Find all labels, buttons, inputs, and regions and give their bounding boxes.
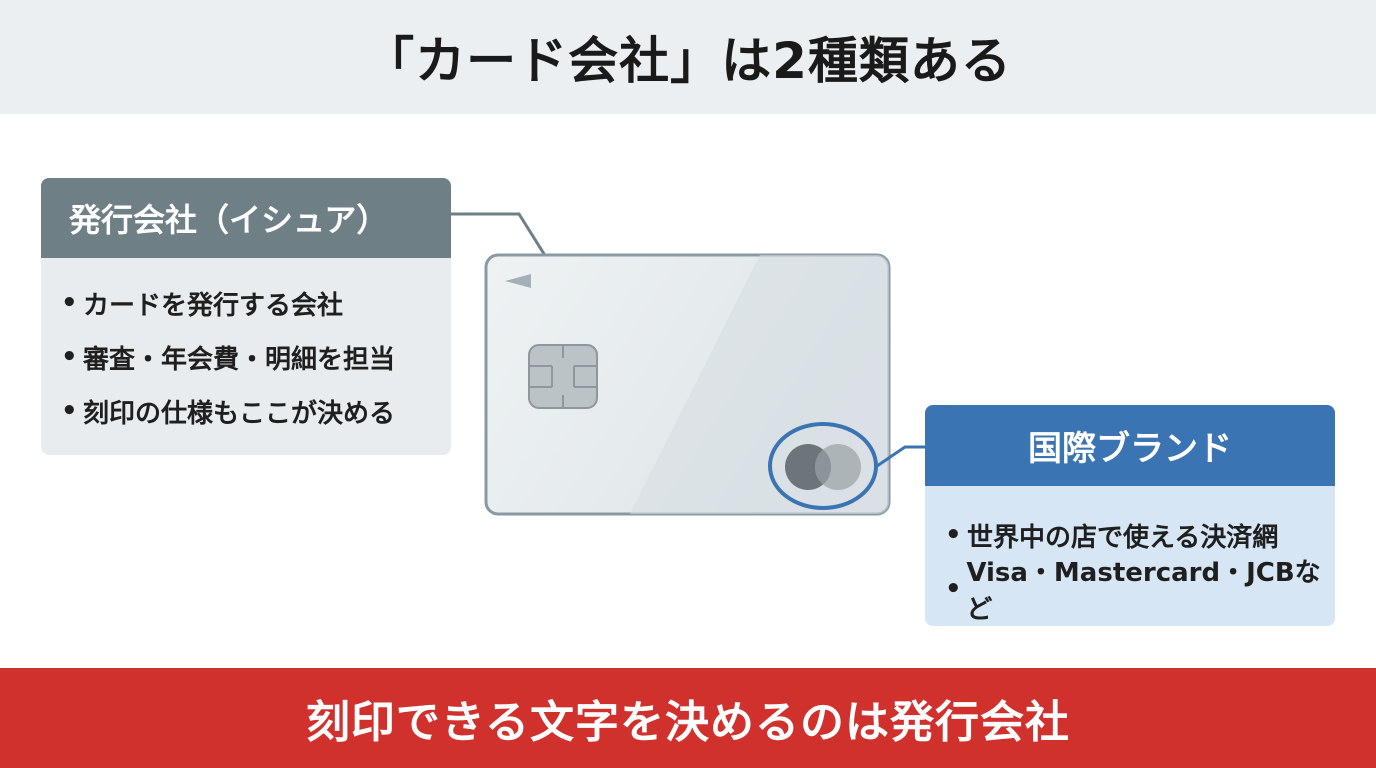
ic-chip-icon xyxy=(528,344,598,409)
contactless-arrow-icon xyxy=(505,274,531,288)
brand-connector-line xyxy=(876,445,925,468)
page-title: 「カード会社」は2種類ある xyxy=(364,32,1012,90)
footer-message: 刻印できる文字を決めるのは発行会社 xyxy=(305,697,1071,748)
issuer-heading: 発行会社（イシュア） xyxy=(41,178,451,258)
issuer-panel: 発行会社（イシュア） •カードを発行する会社 •審査・年会費・明細を担当 •刻印… xyxy=(41,178,451,455)
issuer-list: •カードを発行する会社 •審査・年会費・明細を担当 •刻印の仕様もここが決める xyxy=(41,258,451,438)
footer-banner: 刻印できる文字を決めるのは発行会社 xyxy=(0,668,1376,768)
brand-logo-circles-icon xyxy=(768,422,878,510)
brand-list: •世界中の店で使える決済網 •Visa・Mastercard・JCBなど xyxy=(925,486,1335,625)
list-item: •Visa・Mastercard・JCBなど xyxy=(945,558,1321,625)
list-item: •審査・年会費・明細を担当 xyxy=(61,342,396,375)
brand-panel: 国際ブランド •世界中の店で使える決済網 •Visa・Mastercard・JC… xyxy=(925,405,1335,626)
header-banner: 「カード会社」は2種類ある xyxy=(0,0,1376,114)
list-item: •刻印の仕様もここが決める xyxy=(61,396,396,429)
list-item: •カードを発行する会社 xyxy=(61,288,344,321)
brand-heading: 国際ブランド xyxy=(925,405,1335,486)
list-item: •世界中の店で使える決済網 xyxy=(945,520,1279,553)
